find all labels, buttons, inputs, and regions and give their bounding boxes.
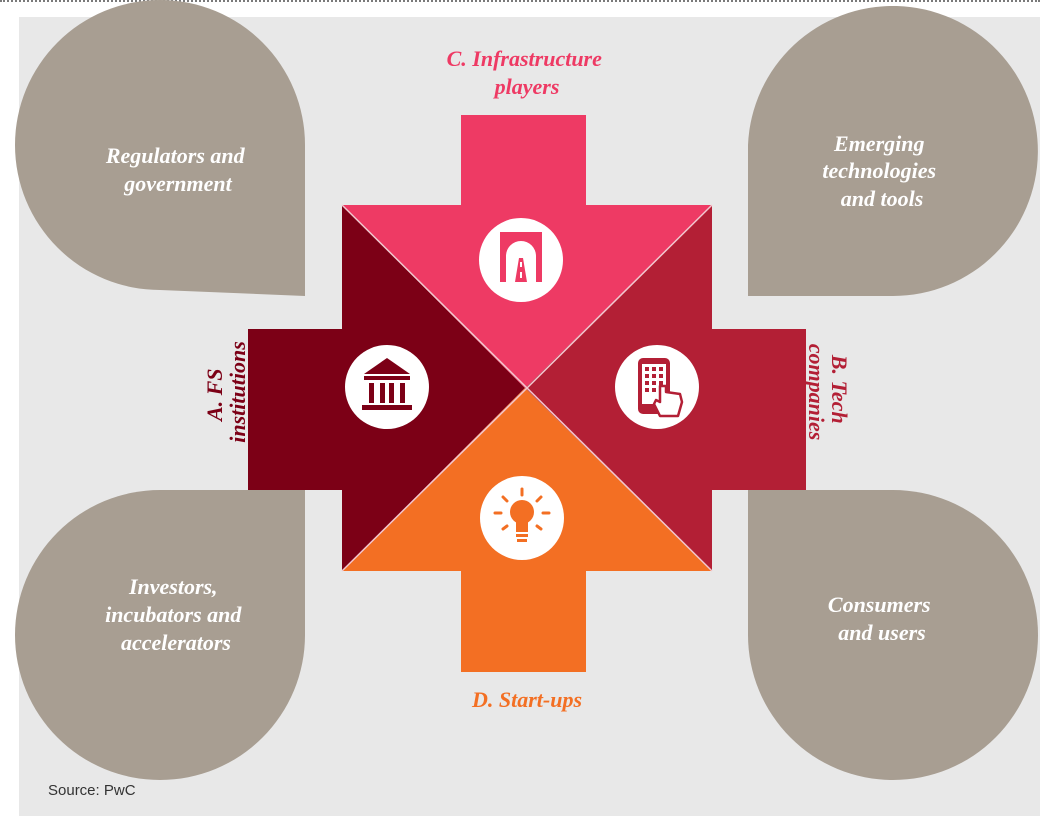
emerging-tech-label: Emerging technologies and tools	[822, 131, 941, 211]
startups-label: D. Start-ups	[471, 687, 582, 712]
tunnel-road-icon	[479, 218, 563, 302]
bank-building-icon	[345, 345, 429, 429]
top-dotted-rule	[0, 0, 1040, 8]
regulators-label: Regulators and government	[105, 143, 250, 196]
infrastructure-label: C. Infrastructure players	[447, 46, 608, 99]
corner-shape-bottom-left	[15, 490, 305, 780]
consumers-label: Consumers and users	[828, 592, 936, 645]
fs-institutions-label: A. FS institutions	[202, 341, 250, 443]
investors-label: Investors, incubators and accelerators	[105, 574, 247, 655]
diagonal-divider-2	[341, 204, 713, 572]
corner-shape-top-left	[15, 0, 305, 296]
tech-companies-label: B. Tech companies	[804, 344, 852, 441]
light-bulb-icon	[480, 476, 564, 560]
corner-shape-top-right	[748, 6, 1038, 297]
corner-shape-bottom-right	[748, 490, 1038, 780]
source-note: Source: PwC	[48, 782, 136, 799]
smartphone-tap-icon	[615, 345, 699, 429]
